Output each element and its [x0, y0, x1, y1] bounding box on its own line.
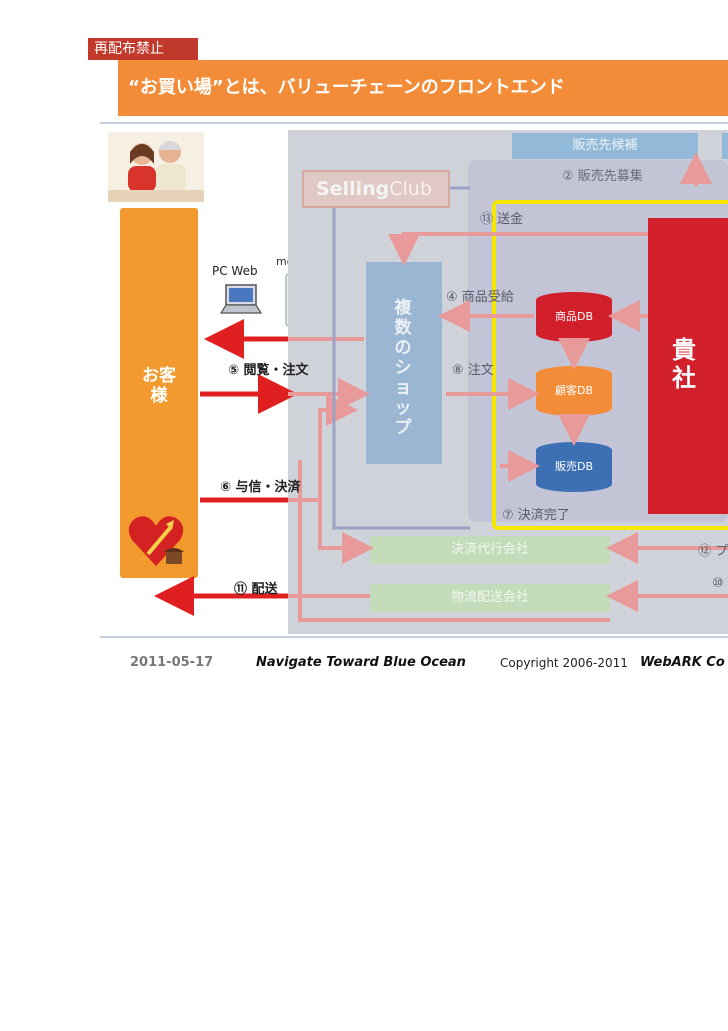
step-remit: ⑬ 送金: [480, 212, 524, 227]
flow-arrows: [154, 152, 728, 622]
heart-gift-icon: [126, 510, 188, 570]
footer-company: WebARK Co: [640, 655, 725, 670]
sales-candidate-box-2: [722, 133, 728, 159]
logistics-company-box: 物流配送会社: [370, 584, 610, 612]
pc-web-label: PC Web: [212, 264, 258, 278]
slide-title: “お買い場”とは、バリューチェーンのフロントエンド: [118, 60, 728, 116]
company-box: [648, 218, 728, 514]
step-payment-complete: ⑦ 決済完了: [502, 508, 570, 523]
customer-db: 顧客DB: [536, 366, 612, 416]
customer-column: [120, 208, 198, 578]
product-db: 商品DB: [536, 292, 612, 342]
sales-db: 販売DB: [536, 442, 612, 492]
step-recruit: ② 販売先募集: [562, 169, 643, 184]
step-supply: ④ 商品受給: [446, 290, 514, 305]
selling-club-part1: Selling: [316, 178, 390, 200]
company-label: 貴社: [672, 336, 696, 392]
footer-copyright: Copyright 2006-2011: [500, 656, 628, 670]
redistribution-prohibited-badge: 再配布禁止: [88, 38, 198, 60]
footer-divider: [100, 636, 728, 638]
step-delivery: ⑪ 配送: [234, 582, 278, 597]
laptop-icon: [219, 283, 263, 317]
sales-candidate-box: 販売先候補: [512, 133, 698, 159]
customer-photo: [108, 132, 204, 202]
selling-club-part2: Club: [389, 178, 432, 200]
customer-label: お客様: [142, 366, 176, 406]
company-highlight-frame: [492, 200, 728, 530]
selling-club-logo: SellingClub: [302, 170, 450, 208]
footer-tagline: Navigate Toward Blue Ocean: [256, 655, 466, 670]
payment-agent-box: 決済代行会社: [370, 536, 610, 564]
step-order: ⑧ 注文: [452, 363, 494, 378]
shops-label: 複数のショップ: [394, 298, 412, 438]
step-credit-payment: ⑥ 与信・決済: [220, 480, 301, 495]
step-browse-order: ⑤ 閲覧・注文: [228, 363, 309, 378]
footer-date: 2011-05-17: [130, 655, 214, 670]
step-10: ⑩: [712, 576, 724, 591]
shops-box: [366, 262, 442, 464]
step-12: ⑫ プ: [698, 544, 728, 559]
header-divider: [100, 122, 728, 124]
